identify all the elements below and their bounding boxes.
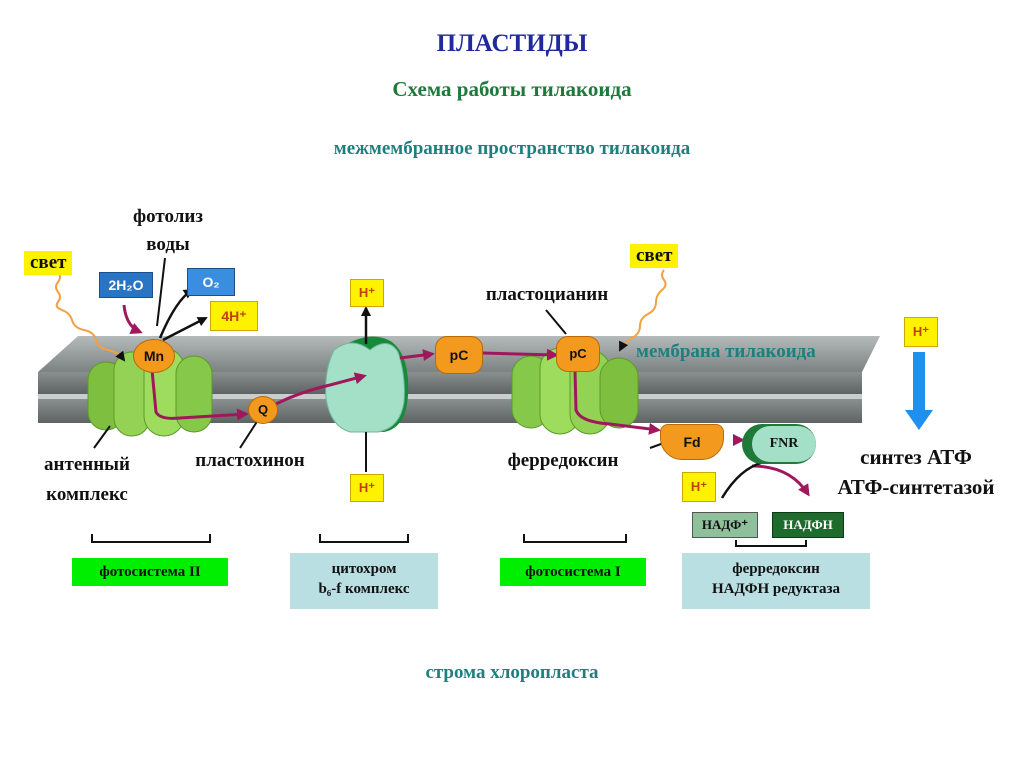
- page-subtitle: Схема работы тилакоида: [392, 77, 632, 101]
- nadph-box: НАДФН: [772, 512, 844, 538]
- atp-line-2: АТФ-синтетазой: [837, 475, 995, 499]
- fnr-full-line-2: НАДФН редуктаза: [711, 581, 841, 597]
- page-title: ПЛАСТИДЫ: [436, 30, 588, 57]
- plastocyanin-label: пластоцианин: [485, 284, 609, 305]
- antenna-line-2: комплекс: [46, 484, 128, 505]
- mn-cluster: Mn: [133, 339, 175, 373]
- cytochrome-line-1: цитохром: [331, 561, 397, 577]
- membrane-label: мембрана тилакоида: [636, 341, 816, 362]
- oxygen-box: O₂: [187, 268, 235, 296]
- atp-synthesis-label: синтез АТФ АТФ-синтетазой: [818, 442, 1014, 502]
- proton-atp-box: H⁺: [904, 317, 938, 347]
- ps1-box: фотосистема I: [500, 558, 646, 586]
- photolysis-line-1: фотолиз: [133, 206, 203, 227]
- plastoquinone-q: Q: [248, 396, 278, 424]
- photolysis-arrows: [158, 288, 208, 342]
- membrane-outer-layer: [38, 372, 862, 394]
- atp-synthesis-arrow: [905, 352, 933, 430]
- fnr-full-box: ферредоксин НАДФН редуктаза: [682, 553, 870, 609]
- light-label-left: свет: [24, 251, 73, 275]
- plastoquinone-pointer: [239, 419, 259, 449]
- atp-line-1: синтез АТФ: [860, 445, 972, 469]
- cytochrome-line-2: b₆-f комплекс: [318, 581, 410, 597]
- antenna-label: антенный комплекс: [24, 450, 150, 510]
- stroma-label: строма хлоропласта: [425, 662, 599, 683]
- electron-path: [122, 304, 810, 497]
- proton-stroma-box: H⁺: [350, 474, 384, 502]
- plastocyanin-ps1: pC: [556, 336, 600, 372]
- membrane-gap: [38, 394, 862, 399]
- brackets: [91, 534, 807, 547]
- light-ray-left: [55, 271, 126, 362]
- fnr-full-line-1: ферредоксин: [732, 561, 820, 577]
- nadp-box: НАДФ⁺: [692, 512, 758, 538]
- thylakoid-membrane: [38, 336, 880, 423]
- protons-4-box: 4H⁺: [210, 301, 258, 331]
- light-label-right: свет: [630, 244, 679, 268]
- photolysis-line-2: воды: [146, 234, 190, 255]
- proton-nadp-box: H⁺: [682, 472, 716, 502]
- bracket-ps1: [523, 534, 627, 543]
- photolysis-label: фотолиз воды: [108, 203, 228, 259]
- water-box: 2H₂O: [99, 272, 153, 298]
- bracket-cytochrome: [319, 534, 409, 543]
- ferredoxin-label: ферредоксин: [507, 450, 619, 471]
- plastocyanin-pointer: [545, 309, 567, 335]
- ps2-box: фотосистема II: [72, 558, 228, 586]
- cytochrome-shape: [325, 336, 409, 433]
- plastoquinone-label: пластохинон: [195, 450, 305, 471]
- bracket-nadp: [735, 540, 807, 547]
- plastocyanin-mobile: pC: [435, 336, 483, 374]
- photolysis-pointer: [156, 257, 166, 327]
- ferredoxin-fd: Fd: [660, 424, 724, 460]
- bracket-ps2: [91, 534, 211, 543]
- light-ray-right: [619, 269, 667, 352]
- lumen-label: межмембранное пространство тилакоида: [333, 138, 691, 159]
- antenna-line-1: антенный: [44, 454, 130, 475]
- proton-lumen-box: H⁺: [350, 279, 384, 307]
- cytochrome-box: цитохром b₆-f комплекс: [290, 553, 438, 609]
- antenna-pointer: [93, 425, 111, 449]
- fnr-enzyme: FNR: [752, 426, 816, 462]
